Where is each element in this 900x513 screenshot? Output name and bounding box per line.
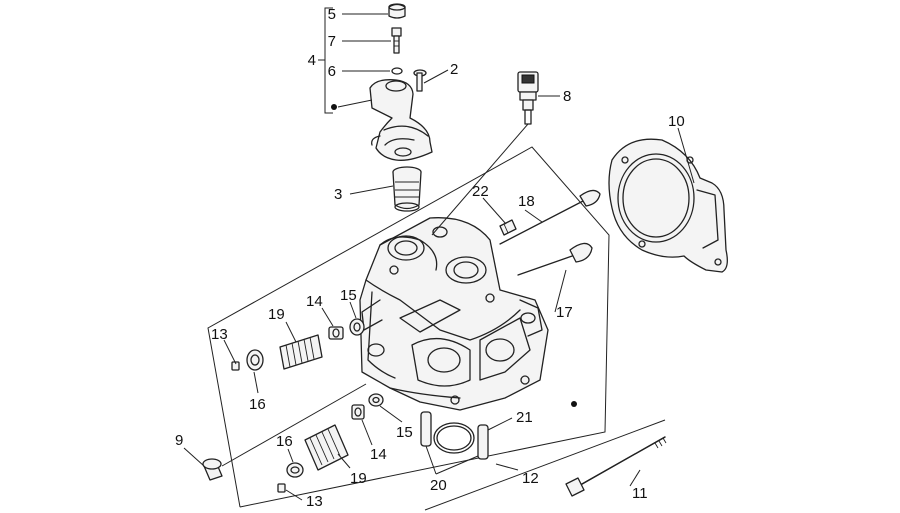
part-6-washer (391, 67, 403, 75)
assembly-frame-12-lower (424, 419, 666, 511)
part-15-washer-lower (368, 393, 384, 407)
part-13-keeper-lower (277, 483, 286, 493)
part-19-spring-lower (304, 424, 349, 471)
callout-20: 20 (430, 477, 447, 494)
callout-10: 10 (668, 113, 685, 130)
callout-9: 9 (175, 432, 183, 449)
callout-8: 8 (563, 88, 571, 105)
part-17-valve (517, 242, 593, 276)
callout-16-upper: 16 (249, 396, 266, 413)
callout-14-upper: 14 (306, 293, 323, 310)
part-10-gasket (608, 138, 728, 273)
callout-15-upper: 15 (340, 287, 357, 304)
callout-13-lower: 13 (306, 493, 323, 510)
callout-15-lower: 15 (396, 424, 413, 441)
o-ring (433, 422, 475, 454)
callout-11: 11 (632, 485, 648, 502)
callout-17: 17 (556, 304, 573, 321)
part-14-seal-lower (351, 404, 365, 420)
callout-22: 22 (472, 183, 489, 200)
part-22-stud (499, 219, 517, 236)
part-7-screw (391, 27, 402, 54)
part-9-plug (202, 458, 223, 481)
part-15-washer-upper (349, 318, 365, 336)
callout-13-upper: 13 (211, 326, 228, 343)
callout-14-lower: 14 (370, 446, 387, 463)
callout-12: 12 (522, 470, 539, 487)
callout-5: 5 (328, 6, 336, 23)
part-19-spring-upper (279, 334, 323, 370)
part-16-retainer-upper (246, 349, 264, 371)
callout-labels: 5 7 4 6 2 8 10 3 22 18 17 19 14 15 13 16… (175, 6, 685, 510)
callout-19-upper: 19 (268, 306, 285, 323)
bracket-dot (331, 104, 337, 110)
cylinder-head (359, 217, 549, 411)
part-16-retainer-lower (286, 462, 304, 478)
assembly-dot (571, 401, 577, 407)
part-11-stud-bolt (565, 436, 667, 497)
callout-7: 7 (328, 33, 336, 50)
part-21-dowel (477, 424, 489, 460)
callout-16-lower: 16 (276, 433, 293, 450)
callout-18: 18 (518, 193, 535, 210)
callout-2: 2 (450, 61, 458, 78)
part-14-seal-upper (328, 326, 344, 340)
assembly-frame-12 (207, 146, 610, 508)
callout-21: 21 (516, 409, 533, 426)
part-18-valve (499, 189, 601, 245)
part-8-sensor (517, 71, 539, 125)
leader-lines (183, 13, 695, 501)
part-20-dowel (420, 411, 432, 447)
part-2-bolt (413, 69, 427, 92)
callout-4: 4 (308, 52, 316, 69)
callout-6: 6 (328, 63, 336, 80)
callout-3: 3 (334, 186, 342, 203)
part-3-thermostat (392, 166, 422, 212)
part-5-cap (388, 3, 406, 19)
thermostat-housing (369, 79, 433, 161)
bracket-4 (324, 7, 333, 114)
callout-19-lower: 19 (350, 470, 367, 487)
